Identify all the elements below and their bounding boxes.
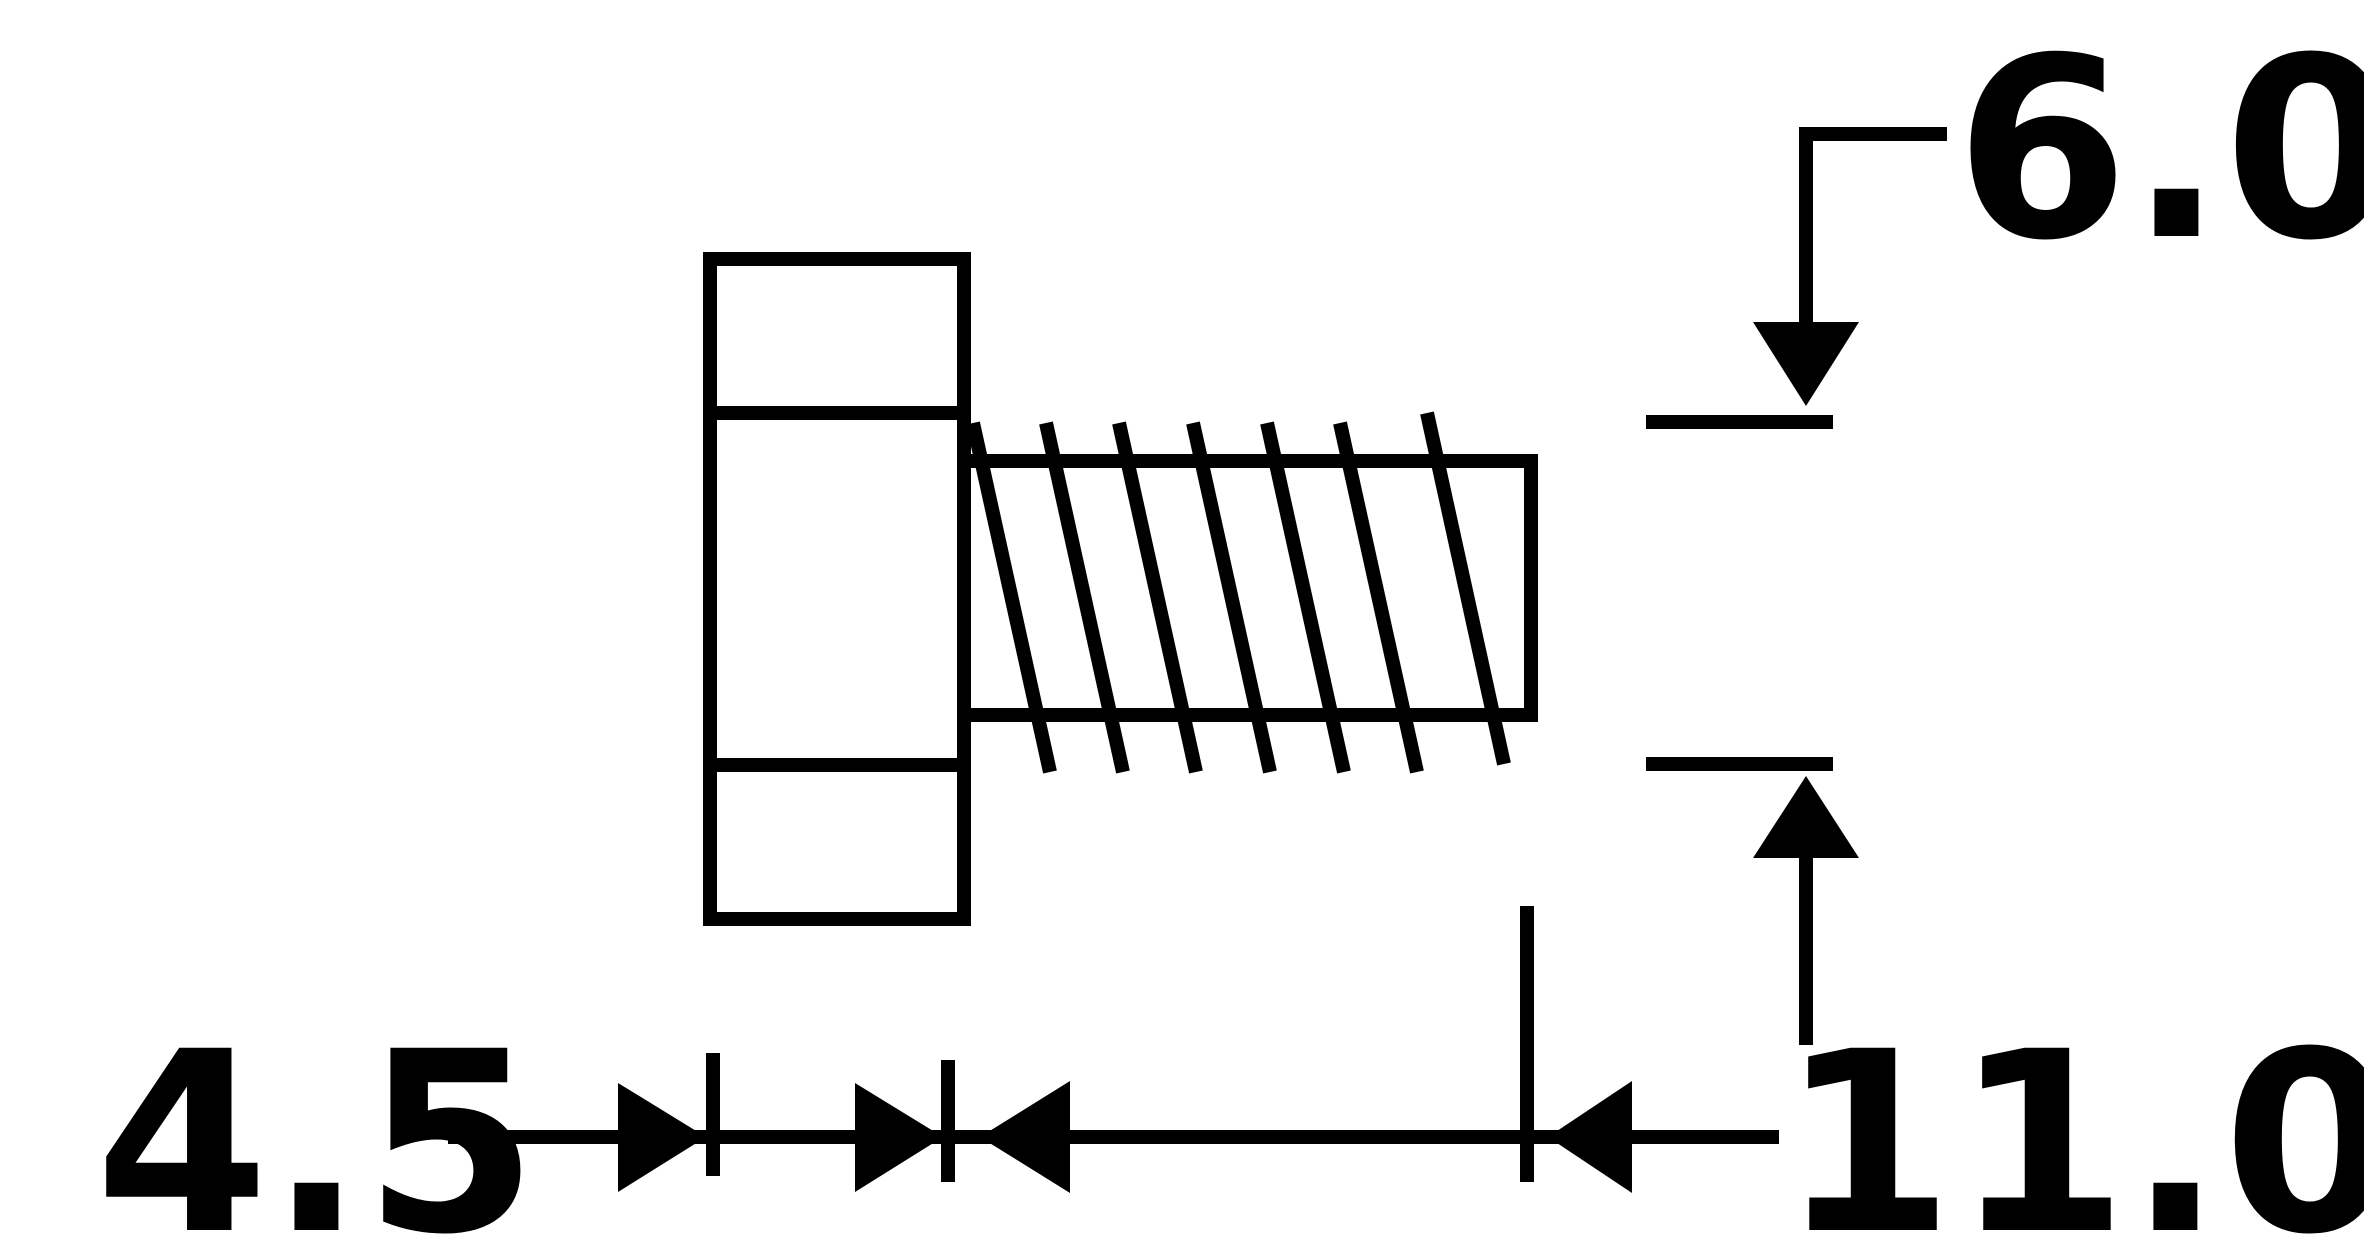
thread-line <box>1333 421 1424 774</box>
thread-length-arrow-left-icon <box>980 1081 1070 1193</box>
diameter-dimension-label: 6.0 <box>1955 4 2364 295</box>
thread-line <box>966 421 1057 774</box>
head-length-arrow-right-icon <box>855 1083 943 1192</box>
thread-line <box>1112 421 1203 774</box>
diameter-arrow-down-icon <box>1753 322 1859 406</box>
head-length-dimension-label: 4.5 <box>95 998 538 1259</box>
bolt-head <box>703 252 971 926</box>
thread-line <box>1260 421 1351 774</box>
thread-length-dimension-label: 11.0 <box>1780 998 2364 1259</box>
thread-line <box>1420 411 1511 766</box>
thread-line <box>1039 421 1130 774</box>
thread-line <box>1186 421 1277 774</box>
head-length-arrow-left-icon <box>618 1083 706 1192</box>
length-dimensions: 4.5 11.0 <box>95 906 2364 1259</box>
diameter-dimension: 6.0 <box>1646 4 2364 1045</box>
diameter-leader-line <box>1799 127 1947 330</box>
diameter-arrow-up-icon <box>1753 776 1859 858</box>
thread-length-arrow-right-icon <box>1548 1081 1632 1193</box>
bolt-head-outline <box>703 252 971 926</box>
thread-lines <box>966 411 1511 774</box>
